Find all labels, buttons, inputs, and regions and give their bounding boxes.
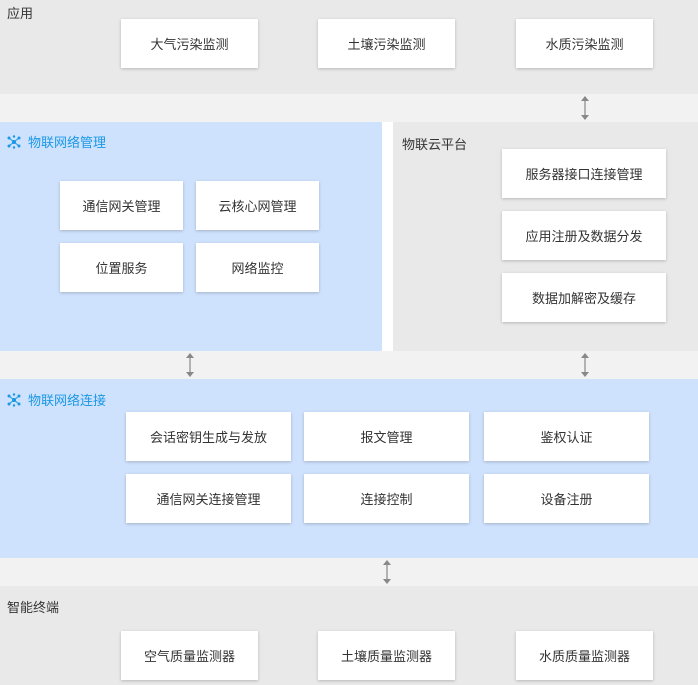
cloud-core-network-box[interactable]: 云核心网管理 [196,181,319,230]
air-quality-monitor-box[interactable]: 空气质量监测器 [121,631,258,680]
cloud-platform-title: 物联云平台 [402,138,468,153]
gap-strip-3 [0,558,698,586]
location-service-box[interactable]: 位置服务 [60,243,183,292]
gateway-management-box[interactable]: 通信网关管理 [60,181,183,230]
double-arrow-icon [581,353,589,377]
message-management-box[interactable]: 报文管理 [304,412,469,461]
app-registration-box[interactable]: 应用注册及数据分发 [502,211,666,260]
double-arrow-icon [383,560,391,584]
app-water-pollution-box[interactable]: 水质污染监测 [516,19,653,68]
terminal-layer-title: 智能终端 [7,601,60,616]
water-quality-monitor-box[interactable]: 水质质量监测器 [516,631,653,680]
gateway-connection-box[interactable]: 通信网关连接管理 [126,474,291,523]
app-layer-title: 应用 [7,7,34,22]
data-encryption-box[interactable]: 数据加解密及缓存 [502,273,666,322]
app-air-pollution-box[interactable]: 大气污染监测 [121,19,258,68]
double-arrow-icon [581,96,589,120]
network-monitoring-box[interactable]: 网络监控 [196,243,319,292]
connection-control-box[interactable]: 连接控制 [304,474,469,523]
app-soil-pollution-box[interactable]: 土壤污染监测 [318,19,455,68]
iot-management-panel [0,122,382,351]
gap-strip-2 [0,351,698,379]
iot-management-title-text: 物联网络管理 [28,136,107,151]
authentication-box[interactable]: 鉴权认证 [484,412,649,461]
iot-management-title: 物联网络管理 [7,132,106,151]
network-nodes-icon [7,134,21,149]
iot-connection-layer [0,379,698,558]
double-arrow-icon [186,353,194,377]
session-key-box[interactable]: 会话密钥生成与发放 [126,412,291,461]
iot-connection-title-text: 物联网络连接 [28,394,107,409]
server-interface-box[interactable]: 服务器接口连接管理 [502,149,666,198]
gap-strip-1 [0,94,698,122]
soil-quality-monitor-box[interactable]: 土壤质量监测器 [318,631,455,680]
device-registration-box[interactable]: 设备注册 [484,474,649,523]
iot-connection-title: 物联网络连接 [7,390,106,409]
network-nodes-icon [7,392,21,407]
